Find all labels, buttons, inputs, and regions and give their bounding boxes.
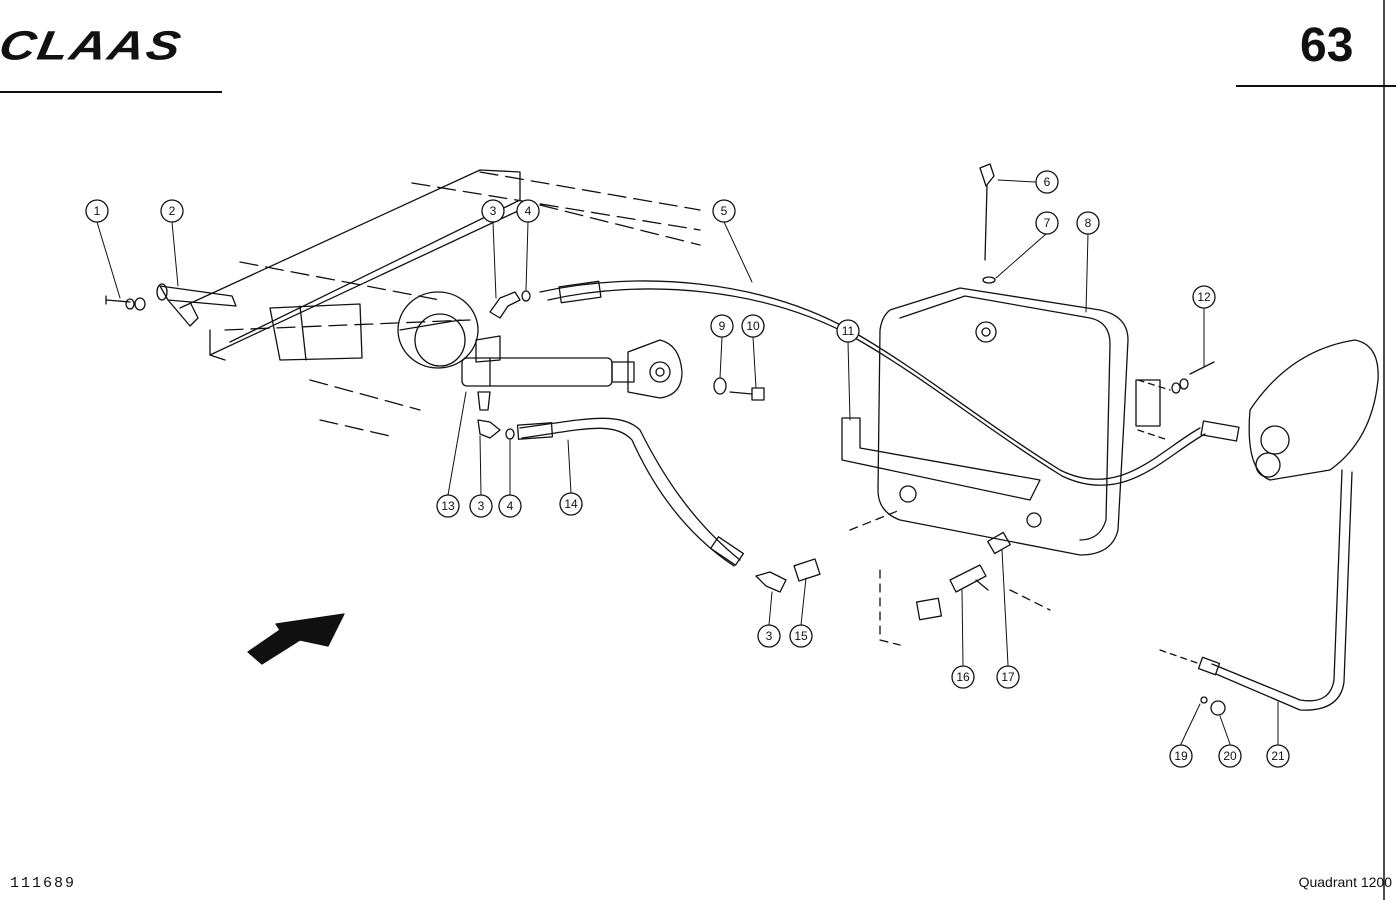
callout-16: 16 xyxy=(951,665,975,689)
callout-12: 12 xyxy=(1192,285,1216,309)
svg-text:7: 7 xyxy=(1044,216,1051,230)
frame-beam xyxy=(179,169,521,361)
oil-tank-8 xyxy=(877,287,1129,556)
leader-lines xyxy=(96,179,1279,745)
svg-text:3: 3 xyxy=(766,629,773,643)
pipe-21 xyxy=(1159,469,1353,711)
svg-text:17: 17 xyxy=(1001,670,1015,684)
callout-1: 1 xyxy=(85,199,109,223)
callout-19: 19 xyxy=(1169,744,1193,768)
svg-text:3: 3 xyxy=(478,499,485,513)
svg-text:19: 19 xyxy=(1174,749,1188,763)
svg-text:14: 14 xyxy=(564,497,578,511)
hydraulic-cylinder xyxy=(461,335,683,411)
hose-5 xyxy=(539,280,1240,486)
callout-11: 11 xyxy=(836,319,860,343)
svg-text:10: 10 xyxy=(746,319,760,333)
svg-text:12: 12 xyxy=(1197,290,1211,304)
hydraulic-pump xyxy=(1248,339,1379,481)
drain-outline xyxy=(849,509,1051,646)
svg-text:11: 11 xyxy=(842,324,855,338)
callout-4-middle: 4 xyxy=(498,494,522,518)
callout-13: 13 xyxy=(436,494,460,518)
elbow-fitting-3-upper xyxy=(489,290,531,319)
callout-2: 2 xyxy=(160,199,184,223)
bolt-10 xyxy=(729,387,765,401)
callout-3-upper: 3 xyxy=(481,199,505,223)
callout-5: 5 xyxy=(712,199,736,223)
svg-text:4: 4 xyxy=(525,204,532,218)
elbow-fitting-3-bottom xyxy=(755,571,787,593)
machine-model: Quadrant 1200 xyxy=(1298,874,1392,890)
callout-3-middle: 3 xyxy=(469,494,493,518)
callout-17: 17 xyxy=(996,665,1020,689)
fitting-17 xyxy=(987,531,1011,555)
callout-9: 9 xyxy=(710,314,734,338)
hose-14 xyxy=(516,417,744,567)
cylinder-mount xyxy=(397,291,479,369)
tank-bracket xyxy=(1137,379,1171,441)
washer-9 xyxy=(713,377,727,395)
header-rule-left xyxy=(0,91,222,93)
svg-text:9: 9 xyxy=(719,319,726,333)
fitting-15 xyxy=(793,558,821,582)
strap-11 xyxy=(841,417,1041,501)
document-number: 111689 xyxy=(10,875,77,892)
svg-text:5: 5 xyxy=(721,204,728,218)
tee-fitting-16 xyxy=(949,564,989,593)
header-rule-right xyxy=(1236,85,1396,87)
svg-text:1: 1 xyxy=(94,204,101,218)
lever-2 xyxy=(156,283,237,327)
svg-text:21: 21 xyxy=(1271,749,1285,763)
bolt-12 xyxy=(1171,361,1215,394)
bolt-1 xyxy=(105,295,146,311)
svg-text:4: 4 xyxy=(507,499,514,513)
washer-19 xyxy=(1200,696,1208,704)
callout-8: 8 xyxy=(1076,211,1100,235)
callout-14: 14 xyxy=(559,492,583,516)
svg-text:8: 8 xyxy=(1085,216,1092,230)
dipstick-6 xyxy=(979,163,996,284)
svg-text:3: 3 xyxy=(490,204,497,218)
callout-6: 6 xyxy=(1035,170,1059,194)
callout-4-upper: 4 xyxy=(516,199,540,223)
callout-3-bottom: 3 xyxy=(757,624,781,648)
svg-text:16: 16 xyxy=(956,670,970,684)
svg-text:2: 2 xyxy=(169,204,176,218)
svg-text:6: 6 xyxy=(1044,175,1051,189)
callout-7: 7 xyxy=(1035,211,1059,235)
callout-21: 21 xyxy=(1266,744,1290,768)
page-number: 63 xyxy=(1300,19,1354,72)
direction-arrow xyxy=(247,613,345,665)
svg-text:13: 13 xyxy=(441,499,455,513)
callout-10: 10 xyxy=(741,314,765,338)
elbow-fitting-3-lower xyxy=(477,419,515,440)
frame-outline xyxy=(224,171,701,437)
callout-15: 15 xyxy=(789,624,813,648)
callout-20: 20 xyxy=(1218,744,1242,768)
nut-20 xyxy=(1210,700,1226,716)
svg-text:15: 15 xyxy=(794,629,808,643)
svg-text:20: 20 xyxy=(1223,749,1237,763)
